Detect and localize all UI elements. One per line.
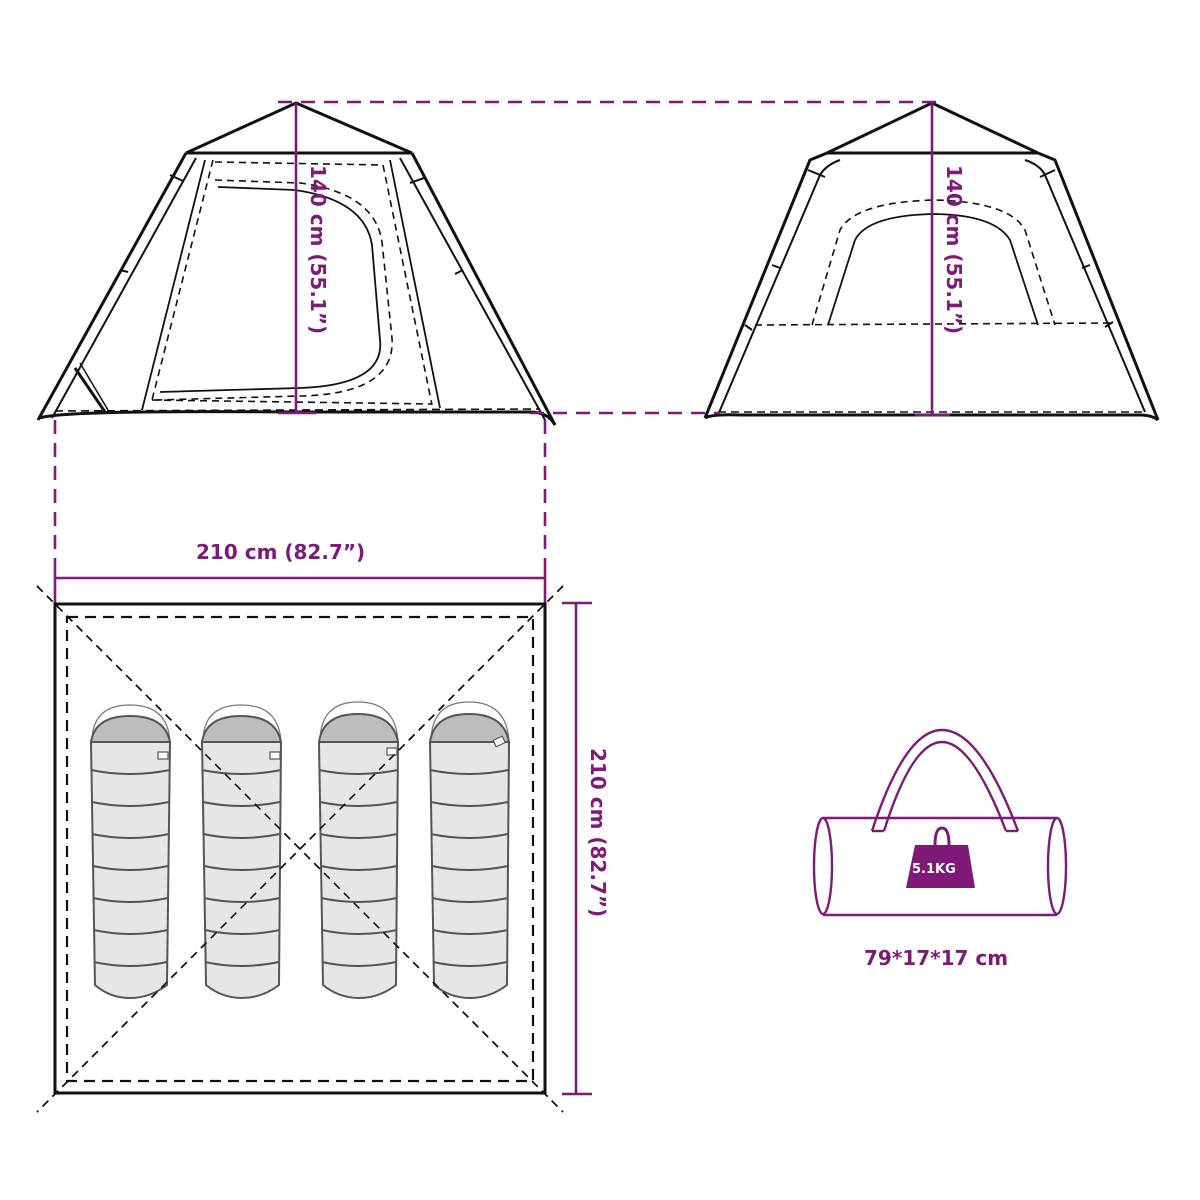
- floor-width-label: 210 cm (82.7”): [196, 540, 366, 564]
- front-view-tent: [703, 101, 1160, 422]
- carry-bag: [812, 728, 1068, 917]
- bag-size-label: 79*17*17 cm: [864, 946, 1009, 970]
- sleeping-bag-1: [89, 704, 172, 1000]
- side-height-label: 140 cm (55.1”): [306, 165, 330, 335]
- floor-depth-label: 210 cm (82.7”): [586, 748, 610, 918]
- dimension-lines: [53, 100, 950, 1096]
- side-view-tent: [36, 101, 557, 426]
- front-height-label: 140 cm (55.1”): [942, 165, 966, 335]
- sleeping-bag-3: [317, 701, 400, 1000]
- bag-weight-label: 5.1KG: [912, 862, 956, 877]
- sleeping-bag-4: [428, 701, 511, 1000]
- sleeping-bags: [36, 585, 564, 1113]
- weight-icon: [906, 826, 975, 888]
- sleeping-bag-2: [200, 704, 283, 1000]
